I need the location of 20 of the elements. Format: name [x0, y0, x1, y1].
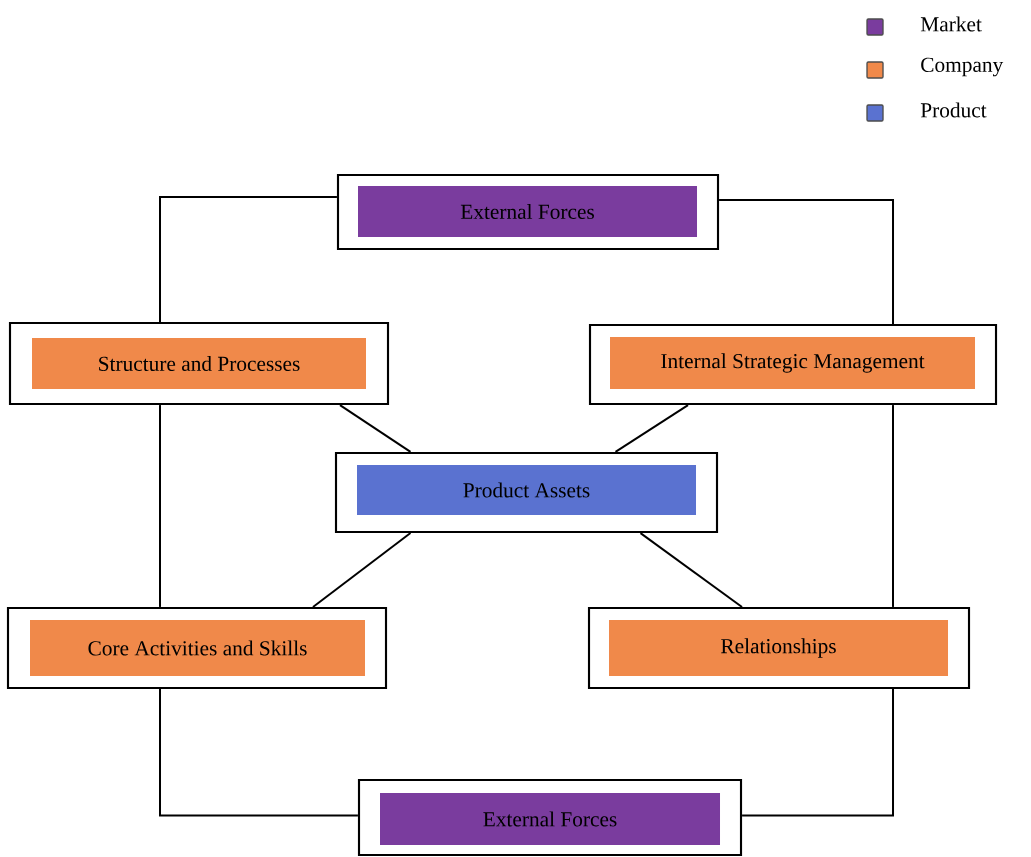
- connector-line: [159, 688, 359, 817]
- connector-line: [312, 532, 412, 608]
- connector-line: [741, 688, 894, 817]
- legend-label: Product: [920, 102, 987, 118]
- connector-line: [892, 404, 894, 608]
- process-box: Core Activities and Skills: [6, 606, 388, 690]
- connector-line: [159, 404, 161, 608]
- connector-line: [339, 404, 412, 453]
- process-box: Internal Strategic Management: [588, 323, 998, 406]
- connector-line: [614, 404, 689, 453]
- legend-label: Company: [921, 57, 1004, 77]
- process-box: Relationships: [587, 606, 971, 690]
- connector-line: [718, 199, 894, 325]
- process-box: External Forces: [357, 778, 743, 857]
- connector-line: [639, 532, 743, 608]
- process-box: External Forces: [336, 173, 720, 251]
- connector-line: [159, 196, 338, 323]
- process-box: Product Assets: [334, 451, 719, 534]
- process-box: Structure and Processes: [8, 321, 390, 406]
- legend-label: Market: [920, 16, 982, 32]
